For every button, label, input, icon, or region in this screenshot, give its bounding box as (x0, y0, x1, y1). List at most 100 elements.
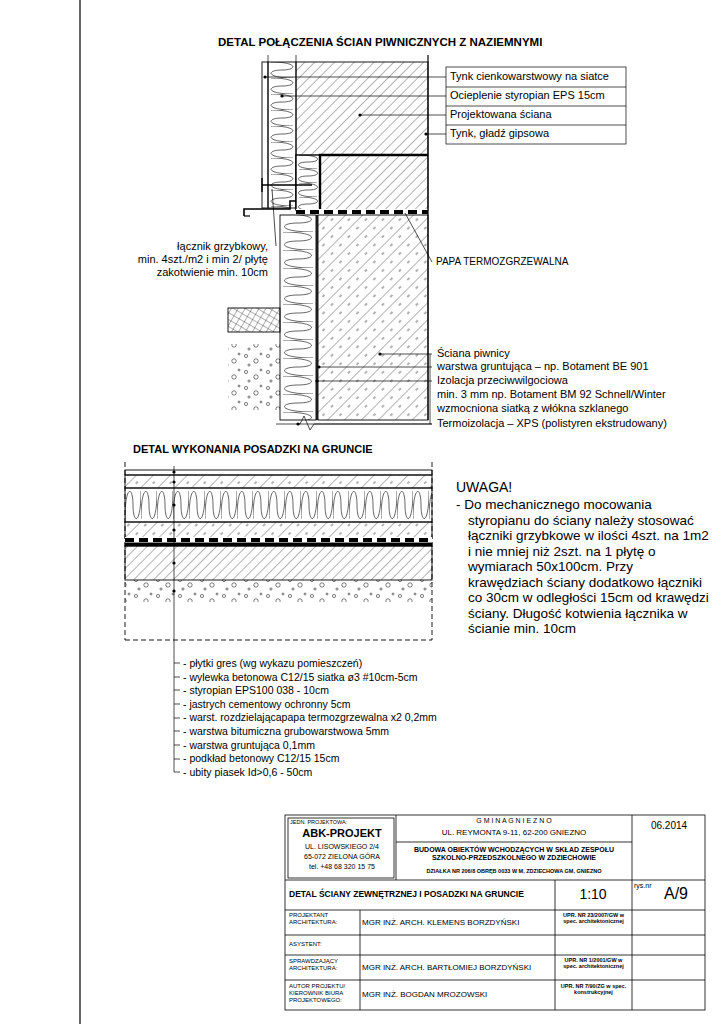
callout-text: łącznik grzybkowy, (98, 240, 268, 253)
title-block (285, 815, 705, 1010)
layer-label: min. 3 mm np. Botament BM 92 Schnell/Win… (437, 388, 666, 401)
leader-dots (424, 132, 427, 135)
floor-leader (174, 718, 180, 719)
floor-leader-dots (172, 561, 175, 564)
title-block (285, 980, 705, 981)
leader-lines (405, 213, 432, 262)
leader-dots (317, 365, 320, 368)
floor-leader-dots (172, 503, 175, 506)
layer-label: - podkład betonowy C12/15 15cm (183, 752, 339, 764)
floor-section (125, 537, 432, 543)
table-cell: G M I N A G N I E Z N O (398, 817, 630, 825)
leader-lines (360, 115, 446, 116)
table-cell: MGR INŻ. ARCH. BARTŁOMIEJ BORZDYŃSKI (362, 963, 552, 972)
leader-dots (280, 94, 283, 97)
callout-text: PAPA TERMOZGRZEWALNA (436, 256, 568, 268)
leader-dots (315, 379, 318, 382)
title-block (360, 910, 361, 1010)
floor-leader-dots (172, 480, 175, 483)
layer-label: Termoizolacja – XPS (polistyren ekstrudo… (437, 417, 667, 430)
floor-section (125, 546, 432, 580)
leader-dots (358, 113, 361, 116)
wall-section (296, 155, 320, 210)
leader-dots (296, 422, 299, 425)
leader-lines (265, 77, 446, 78)
layer-label: - płytki gres (wg wykazu pomieszczeń) (183, 657, 362, 669)
title-block (396, 815, 397, 880)
table-cell: 65-072 ZIELONA GÓRA (290, 853, 394, 861)
note-heading: UWAGA! (456, 479, 512, 495)
wall-section (228, 308, 280, 332)
table-cell: JEDN. PROJEKTOWA: (290, 819, 390, 825)
floor-leader-dots (172, 470, 175, 473)
floor-section (125, 488, 432, 522)
layer-label: Tynk, gładź gipsowa (450, 127, 549, 140)
layer-label: Projektowana ściana (450, 108, 552, 121)
title-block (288, 818, 394, 878)
callout-text: zakotwienie min. 10cm (98, 266, 268, 279)
floor-section (125, 538, 432, 542)
table-cell: UPR. NR 1/2001/GW w spec. architektonicz… (557, 957, 630, 970)
table-cell: A/9 (650, 885, 702, 903)
sheet-frame (79, 0, 80, 1024)
title-block (285, 935, 705, 936)
anchor-symbol (262, 178, 312, 192)
leader-lines (317, 381, 432, 382)
wall-section (262, 62, 268, 208)
floor-leader (174, 704, 180, 705)
table-cell: BUDOWA OBIEKTÓW WCHODZĄCYCH W SKŁAD ZESP… (398, 846, 630, 862)
wall-section (244, 215, 250, 216)
wall-section (318, 215, 428, 420)
layer-label: Tynk cienkowarstwowy na siatce (450, 70, 609, 83)
table-cell: MGR INŻ. BOGDAN MROZOWSKI (362, 990, 552, 999)
title-block (285, 955, 705, 956)
wall-section (276, 416, 432, 430)
floor-leader (174, 731, 180, 732)
layer-label: wzmocniona siatką z włókna szklanego (437, 402, 628, 415)
table-cell: ASYSTENT: (289, 941, 357, 948)
title-block (632, 815, 633, 1010)
wall-section (296, 209, 428, 215)
layer-label: warstwa gruntująca – np. Botament BE 901 (437, 360, 649, 373)
leader-lines (426, 134, 446, 135)
floor-leader-dots (172, 528, 175, 531)
floor-leader (174, 772, 180, 773)
table-cell: PROJEKTANT ARCHITEKTURA: (289, 912, 357, 926)
title-block (555, 880, 556, 1010)
floor-leader (174, 466, 175, 772)
title-block (285, 880, 705, 881)
floor-section (125, 543, 432, 546)
floor-leader (174, 759, 180, 760)
layer-label: Ocieplenie styropian EPS 15cm (450, 89, 605, 102)
wall-section (268, 62, 296, 208)
table-cell: MGR INŻ. ARCH. KLEMENS BORZDYŃSKI (362, 918, 552, 927)
wall-section (296, 62, 428, 210)
leader-lines (446, 125, 626, 126)
table-cell: tel. +48 68 320 15 75 (290, 863, 394, 871)
leader-lines (282, 96, 446, 97)
floor-leader-dots (172, 470, 175, 592)
layer-label: - warst. rozdzielającapapa termozgrzewal… (183, 711, 437, 723)
table-cell: UL. LISOWSKIEGO 2/4 (290, 843, 394, 851)
floor-section (125, 522, 432, 538)
wall-section (427, 55, 428, 420)
drawing-title: DETAL POŁĄCZENIA ŚCIAN PIWNICZNYCH Z NAZ… (218, 36, 542, 49)
section-heading: DETAL WYKONANIA POSADZKI NA GRUNCIE (133, 443, 373, 456)
table-cell: DETAL ŚCIANY ZEWNĘTRZNEJ I POSADZKI NA G… (289, 890, 553, 900)
leader-dots (378, 352, 381, 355)
leader-dots (263, 75, 266, 78)
wall-section (296, 155, 320, 210)
floor-section (125, 475, 432, 488)
layer-label: - styropian EPS100 038 - 10cm (183, 684, 329, 696)
floor-section (125, 580, 432, 602)
leader-lines (446, 87, 626, 88)
table-cell: 06.2014 (634, 820, 704, 832)
table-cell: SPRAWDZAJĄCY ARCHITEKTURA: (289, 958, 357, 972)
floor-leader-dots (172, 589, 175, 592)
leader-lines (446, 67, 626, 144)
table-cell: ABK-PROJEKT (290, 827, 394, 840)
leader-dots (263, 75, 427, 425)
anchor-symbol (262, 184, 312, 185)
leader-lines (430, 354, 431, 424)
